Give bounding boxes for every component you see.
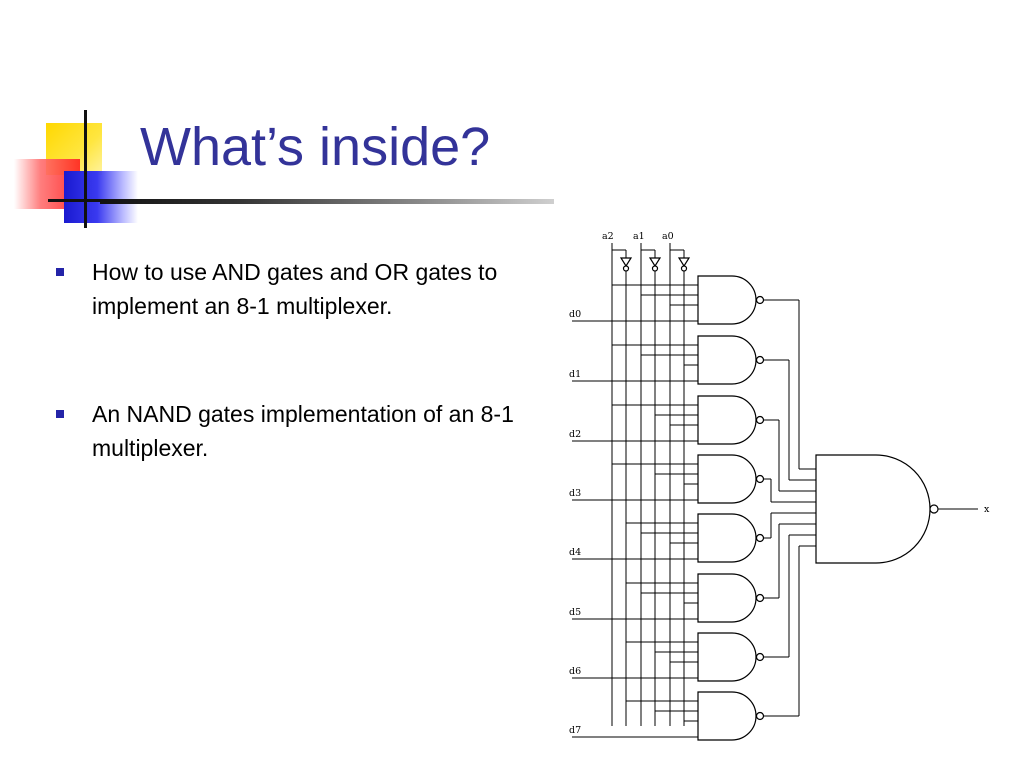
data-label-d1: d1	[569, 369, 581, 380]
logo-horizontal-line	[48, 199, 108, 202]
logo-blue-square	[64, 171, 138, 223]
bullet-list: How to use AND gates and OR gates to imp…	[56, 255, 556, 465]
output-bubble	[929, 504, 939, 514]
data-label-d2: d2	[569, 429, 581, 440]
inverter-triangle	[677, 257, 691, 268]
slide-title: What’s inside?	[140, 117, 491, 177]
nand-gate	[697, 513, 757, 563]
title-underline	[100, 199, 554, 204]
square-bullet-icon	[56, 268, 64, 276]
bullet-text: How to use AND gates and OR gates to imp…	[92, 259, 498, 319]
output-gate	[815, 454, 931, 564]
nand-gate	[697, 395, 757, 445]
data-label-d3: d3	[569, 488, 581, 499]
circuit-wires	[572, 243, 978, 738]
square-bullet-icon	[56, 410, 64, 418]
data-label-d6: d6	[569, 666, 581, 677]
nand-gate	[697, 573, 757, 623]
inverter-bubble	[680, 265, 688, 272]
nand-bubble	[755, 652, 765, 662]
data-label-d7: d7	[569, 725, 581, 736]
data-label-d4: d4	[569, 547, 581, 558]
nand-gate	[697, 691, 757, 741]
data-label-d0: d0	[569, 309, 581, 320]
nand-bubble	[755, 474, 765, 484]
decorative-logo	[0, 0, 140, 240]
select-label-a1: a1	[633, 231, 645, 242]
inverter-triangle	[619, 257, 633, 268]
nand-gate	[697, 275, 757, 325]
nand-bubble	[755, 295, 765, 305]
select-label-a2: a2	[602, 231, 614, 242]
bullet-item: An NAND gates implementation of an 8-1 m…	[56, 397, 556, 465]
inverter-bubble	[651, 265, 659, 272]
nand-gate	[697, 454, 757, 504]
bullet-text: An NAND gates implementation of an 8-1 m…	[92, 401, 514, 461]
select-label-a0: a0	[662, 231, 674, 242]
nand-gate	[697, 632, 757, 682]
circuit-labels: a2 a1 a0 d0 d1 d2 d3 d4 d5 d6 d7 x	[569, 231, 990, 736]
nand-bubble	[755, 415, 765, 425]
bullet-item: How to use AND gates and OR gates to imp…	[56, 255, 556, 323]
nand-bubble	[755, 593, 765, 603]
nand-bubble	[755, 711, 765, 721]
inverter-triangle	[648, 257, 662, 268]
nand-gate	[697, 335, 757, 385]
nand-bubble	[755, 355, 765, 365]
circuit-gates	[619, 257, 939, 741]
output-label: x	[984, 504, 990, 515]
logo-vertical-line	[84, 110, 87, 228]
inverter-bubble	[622, 265, 630, 272]
data-label-d5: d5	[569, 607, 581, 618]
nand-bubble	[755, 533, 765, 543]
